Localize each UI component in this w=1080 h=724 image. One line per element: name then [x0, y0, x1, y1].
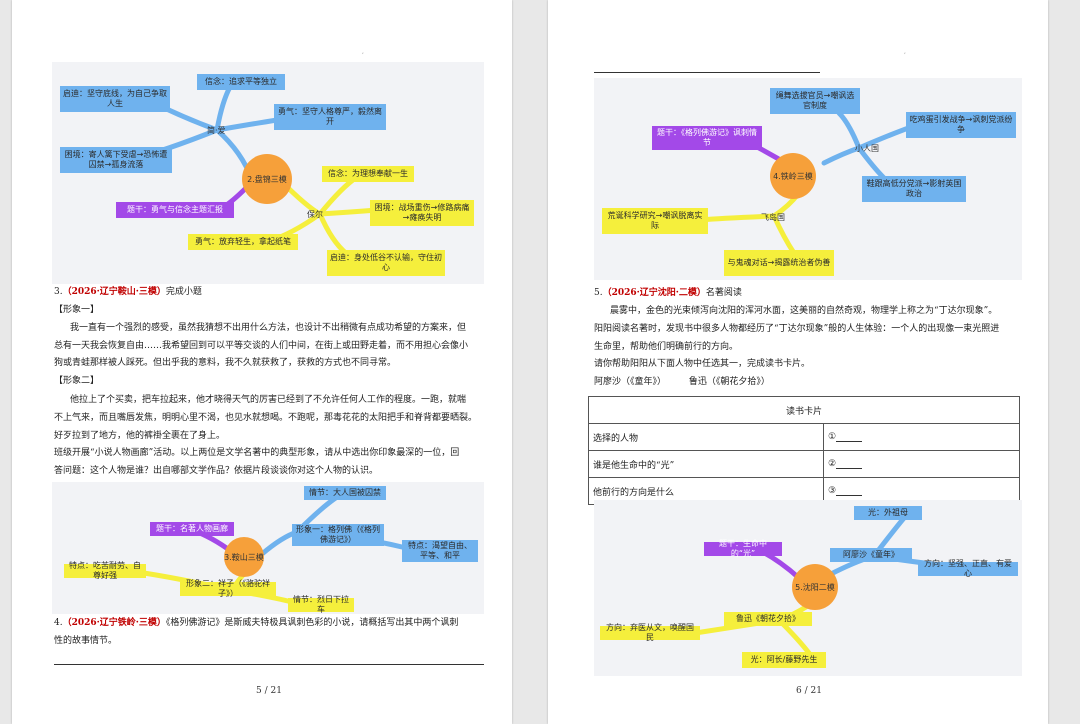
q3-number: 3. [54, 287, 63, 297]
mindmap-tieling: 4.铁岭三模 小人国 飞岛国 题干：《格列佛游记》讽刺情节 绳舞选拔官员→嘲讽选… [594, 78, 1022, 280]
direction2-node: 方向：弃医从文，唤醒国民 [600, 623, 700, 642]
branch-paul: 保尔 [307, 210, 323, 219]
jane-courage-node: 勇气：坚守人格尊严，毅然离开 [274, 104, 386, 130]
q4-number: 4. [54, 618, 63, 628]
page-number: 6 / 21 [796, 686, 822, 696]
laputa-node-b: 与鬼魂对话→揭露统治者伪善 [724, 250, 834, 276]
q5-title: 5.（2026·辽宁沈阳·二模）名著阅读 [594, 286, 742, 301]
q3-source: （2026·辽宁鞍山·三模） [62, 287, 166, 297]
theme-node: 题干：勇气与信念主题汇报 [116, 202, 234, 218]
card-row-label: 谁是他生命中的“光” [588, 450, 824, 478]
q4-text: 《格列佛游记》是斯威夫特极具讽刺色彩的小说，请概括写出其中两个讽刺 [165, 618, 459, 628]
plot2-node: 情节：烈日下拉车 [288, 595, 354, 614]
q3-question-line1: 班级开展“小说人物画廊”活动。以上两位是文学名著中的典型形象，请从中选出你印象最… [54, 448, 460, 458]
q3-title: 3.（2026·辽宁鞍山·三模）完成小题 [54, 285, 202, 300]
mindmap-anshan: 3.鞍山三模 题干：名著人物画廊 形象一：格列佛（《格列佛游记》） 情节：大人国… [52, 482, 484, 614]
q3-para1-line3: 狗或青蛙那样被人踩死。但出乎我的意料，我不久就获救了，获救的方式也不同寻常。 [54, 358, 397, 368]
light1-node: 光：外祖母 [854, 506, 922, 520]
lilliput-node-a: 绳舞选拔官员→嘲讽选官制度 [770, 88, 860, 114]
q4-source: （2026·辽宁铁岭·三模） [62, 618, 166, 628]
plot1-node: 情节：大人国被囚禁 [304, 486, 386, 500]
card-row: 谁是他生命中的“光” ② [588, 450, 1020, 478]
q3-heading-2: 【形象二】 [54, 376, 100, 386]
answer-line [594, 72, 820, 73]
card-answer-cell[interactable]: ② [823, 450, 1020, 478]
q5-para-line1: 晨雾中，金色的光束倾泻向沈阳的浑河水面，这美丽的自然奇观，物理学上称之为“丁达尔… [610, 306, 998, 316]
q3-question-line2: 答问题：这个人物是谁？出自哪部文学作品？依据片段谈谈你对这个人物的认识。 [54, 466, 379, 476]
branch-jane: 简·爱 [207, 126, 226, 135]
card-header-row: 读书卡片 [588, 396, 1020, 424]
q4-line1: 4.（2026·辽宁铁岭·三模）《格列佛游记》是斯威夫特极具讽刺色彩的小说，请概… [54, 616, 458, 631]
light2-node: 光：阿长/藤野先生 [742, 652, 826, 668]
center-node: 5.沈阳二模 [792, 564, 838, 610]
card-row: 选择的人物 ① [588, 423, 1020, 451]
reading-card: 读书卡片 选择的人物 ① 谁是他生命中的“光” ② 他前行的方向是什么 ③ [588, 396, 1020, 505]
q3-prompt: 完成小题 [165, 287, 202, 297]
card-title: 读书卡片 [588, 396, 1020, 424]
q5-instruction: 请你帮助阳阳从下面人物中任选其一，完成读书卡片。 [594, 359, 811, 369]
image2-node: 形象二：祥子（《骆驼祥子》） [180, 579, 276, 598]
trait1-node: 特点：渴望自由、平等、和平 [402, 540, 478, 562]
card-answer-marker: ② [828, 459, 837, 469]
paul-courage-node: 勇气：放弃轻生，拿起纸笔 [188, 234, 298, 250]
page-number: 5 / 21 [256, 686, 282, 696]
trait2-node: 特点：吃苦耐劳、自尊好强 [64, 561, 146, 580]
q5-para-line3: 生命里，帮助他们明确前行的方向。 [594, 342, 739, 352]
center-node: 3.鞍山三模 [224, 537, 264, 577]
card-answer-marker: ③ [828, 486, 837, 496]
paul-belief-node: 信念：为理想奉献一生 [322, 166, 414, 182]
card-answer-blank[interactable] [836, 460, 863, 469]
alyosha-node: 阿廖沙《童年》 [830, 548, 912, 562]
card-answer-marker: ① [828, 432, 837, 442]
q5-para-line2: 阳阳阅读名著时，发现书中很多人物都经历了“丁达尔现象”般的人生体验：一个人的出现… [594, 324, 1000, 334]
q3-para2-line1: 他拉上了个买卖，把车拉起来，他才晓得天气的厉害已经到了不允许任何人工作的程度。一… [70, 395, 467, 405]
card-row-label: 选择的人物 [588, 423, 824, 451]
theme-node: 题干：名著人物画廊 [150, 522, 234, 536]
q3-para2-line3: 好歹拉到了地方，他的裤褂全裹在了身上。 [54, 431, 226, 441]
q3-para2-line2: 不上气来，而且嘴唇发焦，明明心里不渴，也见水就想喝。不跑呢，那毒花花的太阳把手和… [54, 413, 478, 423]
paul-inspiration-node: 启迪：身处低谷不认输，守住初心 [327, 250, 445, 276]
laputa-node-a: 荒诞科学研究→嘲讽脱离实际 [602, 208, 708, 234]
answer-line [54, 664, 484, 665]
q5-prompt: 名著阅读 [705, 288, 742, 298]
q4-line2: 性的故事情节。 [54, 636, 118, 646]
paul-hardship-node: 困境：战场重伤→修路病痛→瘫痪失明 [370, 200, 474, 226]
card-answer-blank[interactable] [836, 487, 863, 496]
mindmap-shenyang: 5.沈阳二模 题干：生命中的“光” 阿廖沙《童年》 光：外祖母 方向：坚强、正直… [594, 500, 1022, 676]
card-answer-cell[interactable]: ① [823, 423, 1020, 451]
card-answer-blank[interactable] [836, 433, 863, 442]
theme-node: 题干：《格列佛游记》讽刺情节 [652, 126, 762, 150]
jane-hardship-node: 困境：寄人篱下受虐→恐怖遭囚禁→孤身流落 [60, 147, 172, 173]
q3-para1-line2: 总有一天我会恢复自由……我希望回到可以平等交谈的人们中间，在街上或田野走着，而不… [54, 341, 469, 351]
jane-belief-node: 信念：追求平等独立 [197, 74, 285, 90]
luxun-node: 鲁迅《朝花夕拾》 [724, 612, 812, 626]
q5-options: 阿廖沙（《童年》） 鲁迅（《朝花夕拾》） [594, 377, 770, 387]
center-node: 4.铁岭三模 [770, 153, 816, 199]
branch-laputa: 飞岛国 [761, 213, 785, 222]
lilliput-node-c: 鞋跟高低分党派→影射英国政治 [862, 176, 966, 202]
page-mark: , [904, 48, 906, 55]
q3-para1-line1: 我一直有一个强烈的感受，虽然我猜想不出用什么方法，也设计不出稍微有点成功希望的方… [70, 323, 467, 333]
q5-source: （2026·辽宁沈阳·二模） [602, 288, 706, 298]
q5-number: 5. [594, 288, 603, 298]
page-5: , 2.盘锦三模 简·爱 保尔 信念：追求平等独立 启迪：坚守底线，为自己争 [12, 0, 512, 724]
lilliput-node-b: 吃鸡蛋引发战争→讽刺党派纷争 [906, 112, 1016, 138]
jane-inspiration-node: 启迪：坚守底线，为自己争取人生 [60, 86, 170, 112]
q3-heading-1: 【形象一】 [54, 305, 100, 315]
mindmap-panjin: 2.盘锦三模 简·爱 保尔 信念：追求平等独立 启迪：坚守底线，为自己争取人生 … [52, 62, 484, 284]
center-node: 2.盘锦三模 [242, 154, 292, 204]
page-mark: , [362, 48, 364, 55]
theme-node: 题干：生命中的“光” [704, 539, 782, 558]
page-6: , 4.铁岭三模 小人国 飞岛国 题干：《格列佛游记》讽刺情节 绳舞选拔官员→嘲… [548, 0, 1048, 724]
image1-node: 形象一：格列佛（《格列佛游记》） [292, 524, 384, 546]
direction1-node: 方向：坚强、正直、有爱心 [918, 559, 1018, 578]
branch-lilliput: 小人国 [855, 144, 879, 153]
